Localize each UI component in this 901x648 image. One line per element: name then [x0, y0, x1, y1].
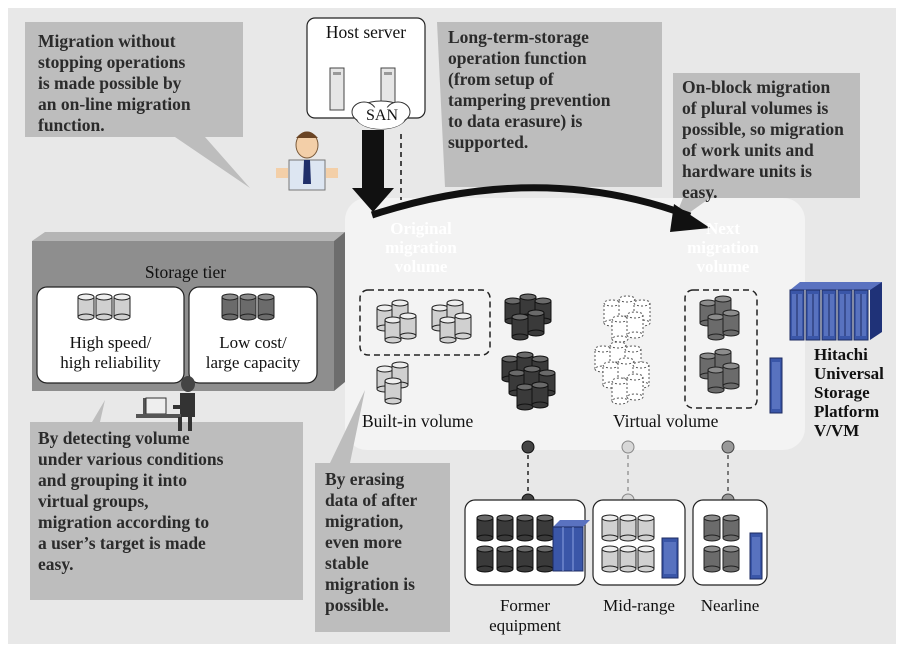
callout-data-erasure: By erasing data of after migration, even…: [325, 469, 418, 615]
host-down-arrow: [352, 130, 394, 212]
san-cloud-icon: [351, 100, 411, 130]
tier-low-box: [188, 286, 318, 384]
hitachi-platform-label: Hitachi Universal Storage Platform V/VM: [814, 345, 884, 440]
callout-bottom-center-bg: [315, 390, 450, 632]
callout-on-block-migration: On-block migration of plural volumes is …: [682, 77, 844, 202]
original-volume-label: Original migration volume: [385, 219, 457, 276]
tier-low-label: Low cost/ large capacity: [205, 333, 301, 372]
original-group-outline: [359, 289, 491, 356]
builtin-volume-label: Built-in volume: [362, 411, 474, 431]
next-volume-label: Next migration volume: [687, 219, 759, 276]
migration-arrow-head: [670, 204, 710, 232]
host-server-label: Host server: [325, 22, 407, 42]
callout-top-center-bg: [437, 22, 662, 187]
tier-low-disks-icon: [221, 293, 275, 321]
san-label: SAN: [365, 107, 398, 124]
migration-curve-arrow: [370, 184, 692, 220]
tier-high-disks-icon: [77, 293, 131, 321]
virtual-volume-label: Virtual volume: [613, 411, 719, 431]
tier-high-label: High speed/ high reliability: [60, 333, 161, 372]
callout-top-right-bg: [672, 73, 860, 225]
operator-at-computer-icon: [136, 376, 195, 431]
tier-high-box: [36, 286, 185, 384]
former-equipment-label: Former equipment: [489, 596, 561, 635]
storage-tier-top: [32, 232, 345, 241]
hitachi-usp-rack-icon: [769, 282, 882, 414]
callout-virtual-groups: By detecting volume under various condit…: [38, 428, 224, 574]
callout-long-term-storage: Long-term-storage operation function (fr…: [448, 27, 611, 152]
nearline-label: Nearline: [700, 596, 760, 615]
callout-online-migration: Migration without stopping operations is…: [38, 31, 191, 135]
mid-range-label: Mid-range: [603, 596, 675, 615]
server-tower-icon: [329, 67, 396, 111]
business-person-icon: [276, 131, 338, 191]
callout-bottom-left-bg: [30, 400, 303, 600]
former-rack-icon: [552, 520, 590, 572]
storage-tier-side: [334, 232, 345, 391]
storage-panel: [345, 198, 805, 450]
callout-top-left-bg: [25, 22, 250, 188]
next-group-outline: [684, 289, 758, 409]
midrange-rack-icon: [661, 537, 679, 579]
nearline-rack-icon: [749, 532, 763, 580]
storage-tier-title: Storage tier: [144, 262, 227, 282]
